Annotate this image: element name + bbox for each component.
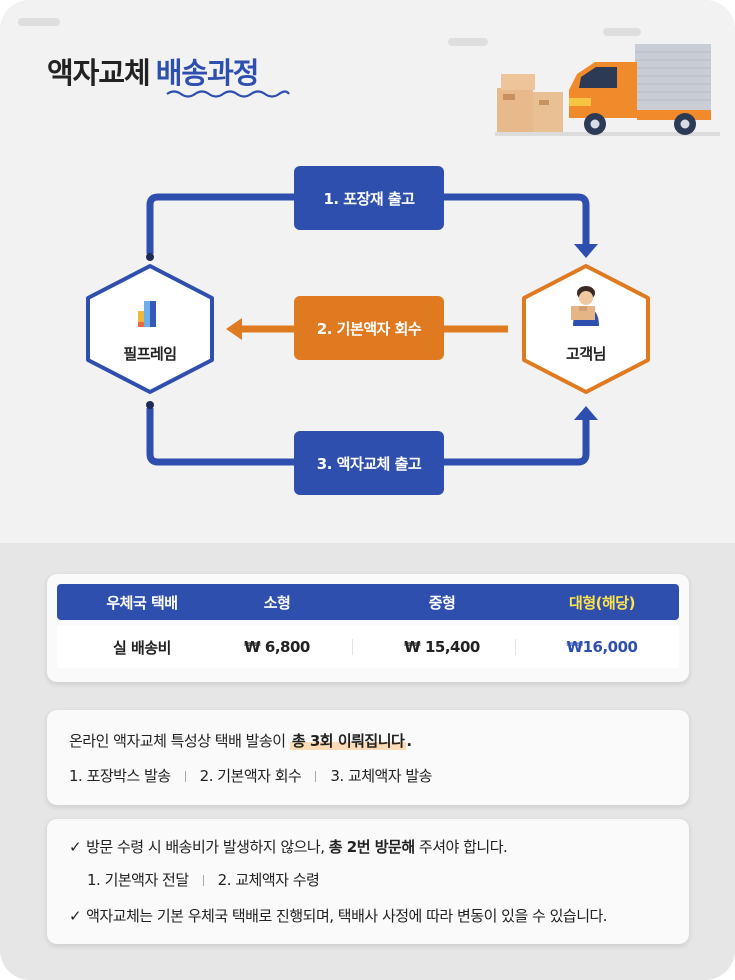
visit-steps-list: 1. 기본액자 전달 2. 교체액자 수령 [87, 869, 320, 890]
price-large: ₩16,000 [566, 638, 638, 656]
carrier-note: ✓액자교체는 기본 우체국 택배로 진행되며, 택배사 사정에 따라 변동이 있… [69, 907, 608, 925]
list-item: 3. 교체액자 발송 [330, 767, 432, 785]
cloud-decoration [603, 28, 641, 36]
hexagon-shop [86, 264, 214, 394]
page-title-accent: 배송과정 [155, 56, 260, 90]
check-icon: ✓ [69, 838, 82, 856]
check-icon: ✓ [69, 907, 82, 925]
wave-underline-icon [166, 90, 290, 98]
shipping-steps-list: 1. 포장박스 발송 2. 기본액자 회수 3. 교체액자 발송 [69, 765, 432, 786]
step1-label: 1. 포장재 출고 [294, 166, 444, 230]
list-item: 1. 포장박스 발송 [69, 767, 171, 785]
flow-start-dot [146, 253, 154, 261]
hexagon-customer [522, 264, 650, 394]
header-medium: 중형 [428, 593, 456, 612]
divider [184, 771, 186, 782]
list-item: 2. 교체액자 수령 [217, 871, 320, 889]
divider [315, 771, 317, 782]
cloud-decoration [18, 18, 60, 26]
arrow-up-icon [574, 406, 598, 420]
delivery-truck-icon [495, 44, 720, 136]
column-divider [352, 639, 353, 655]
flow-start-dot [146, 401, 154, 409]
step2-label: 2. 기본액자 회수 [294, 296, 444, 360]
shipping-cost-table: 우체국 택배 소형 중형 대형(해당) 실 배송비 ₩ 6,800 ₩ 15,4… [47, 574, 689, 682]
table-row: 실 배송비 ₩ 6,800 ₩ 15,400 ₩16,000 [57, 626, 679, 668]
visit-info-box: ✓방문 수령 시 배송비가 발생하지 않으나, 총 2번 방문해 주셔야 합니다… [47, 819, 689, 944]
column-divider [515, 639, 516, 655]
node-shop-label: 필프레임 [123, 345, 177, 363]
price-medium: ₩ 15,400 [404, 638, 480, 656]
table-header: 우체국 택배 소형 중형 대형(해당) [57, 584, 679, 620]
visit-note: ✓방문 수령 시 배송비가 발생하지 않으나, 총 2번 방문해 주셔야 합니다… [69, 838, 508, 856]
header-large: 대형(해당) [569, 593, 635, 612]
divider [202, 875, 204, 886]
price-small: ₩ 6,800 [244, 638, 310, 656]
header-carrier: 우체국 택배 [106, 593, 178, 612]
arrow-left-icon [226, 318, 242, 340]
node-customer-label: 고객님 [566, 345, 606, 363]
arrow-down-icon [574, 244, 598, 258]
brand-logo-icon [138, 301, 156, 327]
list-item: 2. 기본액자 회수 [199, 767, 302, 785]
header-small: 소형 [263, 593, 291, 612]
highlight-text: 총 3회 이뤄집니다 [289, 732, 407, 750]
list-item: 1. 기본액자 전달 [87, 871, 189, 889]
shipping-info-box: 온라인 액자교체 특성상 택배 발송이 총 3회 이뤄집니다. 1. 포장박스 … [47, 710, 689, 805]
shipping-count-note: 온라인 액자교체 특성상 택배 발송이 총 3회 이뤄집니다. [69, 732, 412, 750]
step3-label: 3. 액자교체 출고 [294, 431, 444, 495]
row-label: 실 배송비 [113, 638, 171, 657]
customer-person-icon [571, 286, 599, 326]
cloud-decoration [448, 38, 488, 46]
